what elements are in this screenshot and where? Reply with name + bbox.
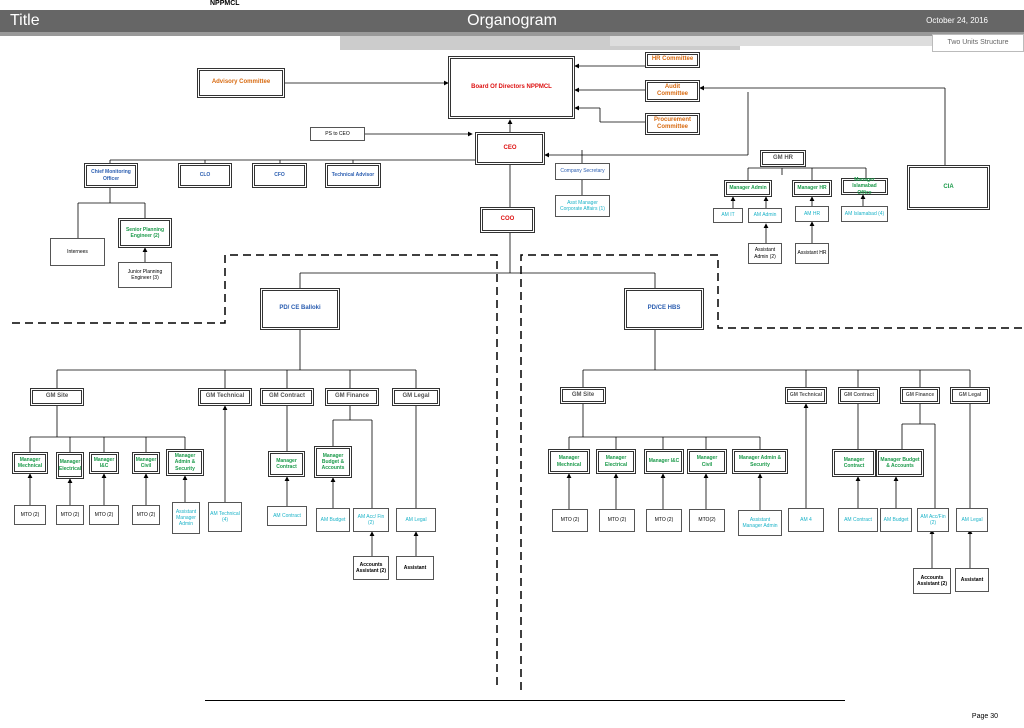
right-mto-2[interactable]: MTO (2) (599, 509, 635, 532)
hr-manager-islamabad[interactable]: Manager Islamabad Office (841, 177, 888, 196)
left-am-legal[interactable]: AM Legal (396, 508, 436, 532)
left-manager-contract[interactable]: Manager Contract (268, 451, 305, 477)
hr-am-admin[interactable]: AM Admin (748, 208, 782, 223)
left-assistant[interactable]: Assistant (396, 556, 434, 580)
right-gm-technical[interactable]: GM Technical (785, 387, 827, 404)
right-assistant-manager-admin[interactable]: Assistant Manager Admin (738, 510, 782, 536)
left-gm-finance[interactable]: GM Finance (325, 388, 379, 406)
left-gm-technical[interactable]: GM Technical (198, 388, 252, 406)
asst-manager-corporate-affairs[interactable]: Asst Manager Corporate Affairs (1) (555, 195, 610, 217)
right-am-budget[interactable]: AM Budget (880, 508, 912, 532)
right-assistant[interactable]: Assistant (955, 568, 989, 592)
right-am-acc-fin[interactable]: AM Acc/Fin (2) (917, 508, 949, 532)
chart-title: Organogram (467, 12, 557, 29)
right-manager-admin-security[interactable]: Manager Admin & Security (732, 449, 788, 474)
left-mto-4[interactable]: MTO (2) (132, 505, 160, 525)
left-gm-contract[interactable]: GM Contract (260, 388, 314, 406)
right-gm-finance[interactable]: GM Finance (900, 387, 940, 404)
left-pd-ce[interactable]: PD/ CE Balloki (260, 288, 340, 330)
right-manager-civil[interactable]: Manager Civil (687, 449, 727, 474)
company-secretary[interactable]: Company Secretary (555, 163, 610, 180)
right-mto-4[interactable]: MTO(2) (689, 509, 725, 532)
left-gm-legal[interactable]: GM Legal (392, 388, 440, 406)
hr-committee[interactable]: HR Committee (645, 52, 700, 68)
hr-manager-admin[interactable]: Manager Admin (724, 180, 772, 197)
right-manager-electrical[interactable]: Manager Electrical (596, 449, 636, 474)
left-am-technical[interactable]: AM Technical (4) (208, 502, 242, 532)
left-manager-admin-security[interactable]: Manager Admin & Security (166, 449, 204, 476)
right-pd-ce[interactable]: PD/CE HBS (624, 288, 704, 330)
right-am-legal[interactable]: AM Legal (956, 508, 988, 532)
header-date: October 24, 2016 (926, 16, 988, 25)
chief-monitoring-officer[interactable]: Chief Monitoring Officer (84, 163, 138, 188)
left-gm-site[interactable]: GM Site (30, 388, 84, 406)
ps-to-ceo[interactable]: PS to CEO (310, 127, 365, 141)
hr-am-it[interactable]: AM IT (713, 208, 743, 223)
internees[interactable]: Internees (50, 238, 105, 266)
hr-assistant-admin[interactable]: Assistant Admin (2) (748, 243, 782, 264)
hr-manager-hr[interactable]: Manager HR (792, 180, 832, 197)
left-accounts-assistant[interactable]: Accounts Assistant (2) (353, 556, 389, 580)
advisory-committee[interactable]: Advisory Committee (197, 68, 285, 98)
company-name: NPPMCL (210, 0, 240, 7)
left-am-acc-fin[interactable]: AM Acc/ Fin (2) (353, 508, 389, 532)
left-manager-mechanical[interactable]: Manager Mechnical (12, 452, 48, 474)
left-manager-budget-accounts[interactable]: Manager Budget & Accounts (314, 446, 352, 478)
page-number: Page 30 (971, 713, 998, 720)
left-manager-ic[interactable]: Manager I&C (89, 452, 119, 474)
left-mto-1[interactable]: MTO (2) (14, 505, 46, 525)
hr-am-islamabad[interactable]: AM Islamabad (4) (841, 206, 888, 222)
left-am-budget[interactable]: AM Budget (316, 508, 350, 532)
junior-planning-engineer[interactable]: Junior Planning Engineer (3) (118, 262, 172, 288)
right-gm-site[interactable]: GM Site (560, 387, 606, 404)
right-manager-contract[interactable]: Manager Contract (832, 449, 876, 477)
technical-advisor[interactable]: Technical Advisor (325, 163, 381, 188)
left-mto-3[interactable]: MTO (2) (89, 505, 119, 525)
cfo-node[interactable]: CFO (252, 163, 307, 188)
gm-hr[interactable]: GM HR (760, 150, 806, 167)
clo-node[interactable]: CLO (178, 163, 232, 188)
hr-am-hr[interactable]: AM HR (795, 206, 829, 222)
page-title: Title (10, 12, 40, 29)
left-manager-civil[interactable]: Manager Civil (132, 452, 160, 474)
header-shade-2 (610, 36, 934, 46)
right-am-4[interactable]: AM 4 (788, 508, 824, 532)
right-gm-contract[interactable]: GM Contract (838, 387, 880, 404)
ceo-node[interactable]: CEO (475, 132, 545, 165)
procurement-committee[interactable]: Procurement Committee (645, 113, 700, 135)
footer-line (205, 700, 845, 701)
senior-planning-engineer[interactable]: Senior Planning Engineer (2) (118, 218, 172, 248)
header-band (0, 32, 1024, 36)
right-manager-budget-accounts[interactable]: Manager Budget & Accounts (876, 449, 924, 477)
coo-node[interactable]: COO (480, 207, 535, 233)
left-assistant-manager-admin[interactable]: Assistant Manager Admin (172, 502, 200, 534)
right-accounts-assistant[interactable]: Accounts Assistant (2) (913, 568, 951, 594)
left-am-contract[interactable]: AM Contract (267, 506, 307, 526)
left-mto-2[interactable]: MTO (2) (56, 505, 84, 525)
audit-committee[interactable]: Audit Committee (645, 80, 700, 102)
right-gm-legal[interactable]: GM Legal (950, 387, 990, 404)
right-mto-3[interactable]: MTO (2) (646, 509, 682, 532)
right-manager-ic[interactable]: Manager I&C (644, 449, 684, 474)
left-manager-electrical[interactable]: Manager Electrical (56, 452, 84, 479)
hr-assistant-hr[interactable]: Assistant HR (795, 243, 829, 264)
right-manager-mechanical[interactable]: Manager Mechnical (548, 449, 590, 474)
board-of-directors[interactable]: Board Of Directors NPPMCL (448, 56, 575, 119)
header-bar (0, 10, 1024, 32)
right-am-contract[interactable]: AM Contract (838, 508, 878, 532)
right-mto-1[interactable]: MTO (2) (552, 509, 588, 532)
cia-node[interactable]: CIA (907, 165, 990, 210)
